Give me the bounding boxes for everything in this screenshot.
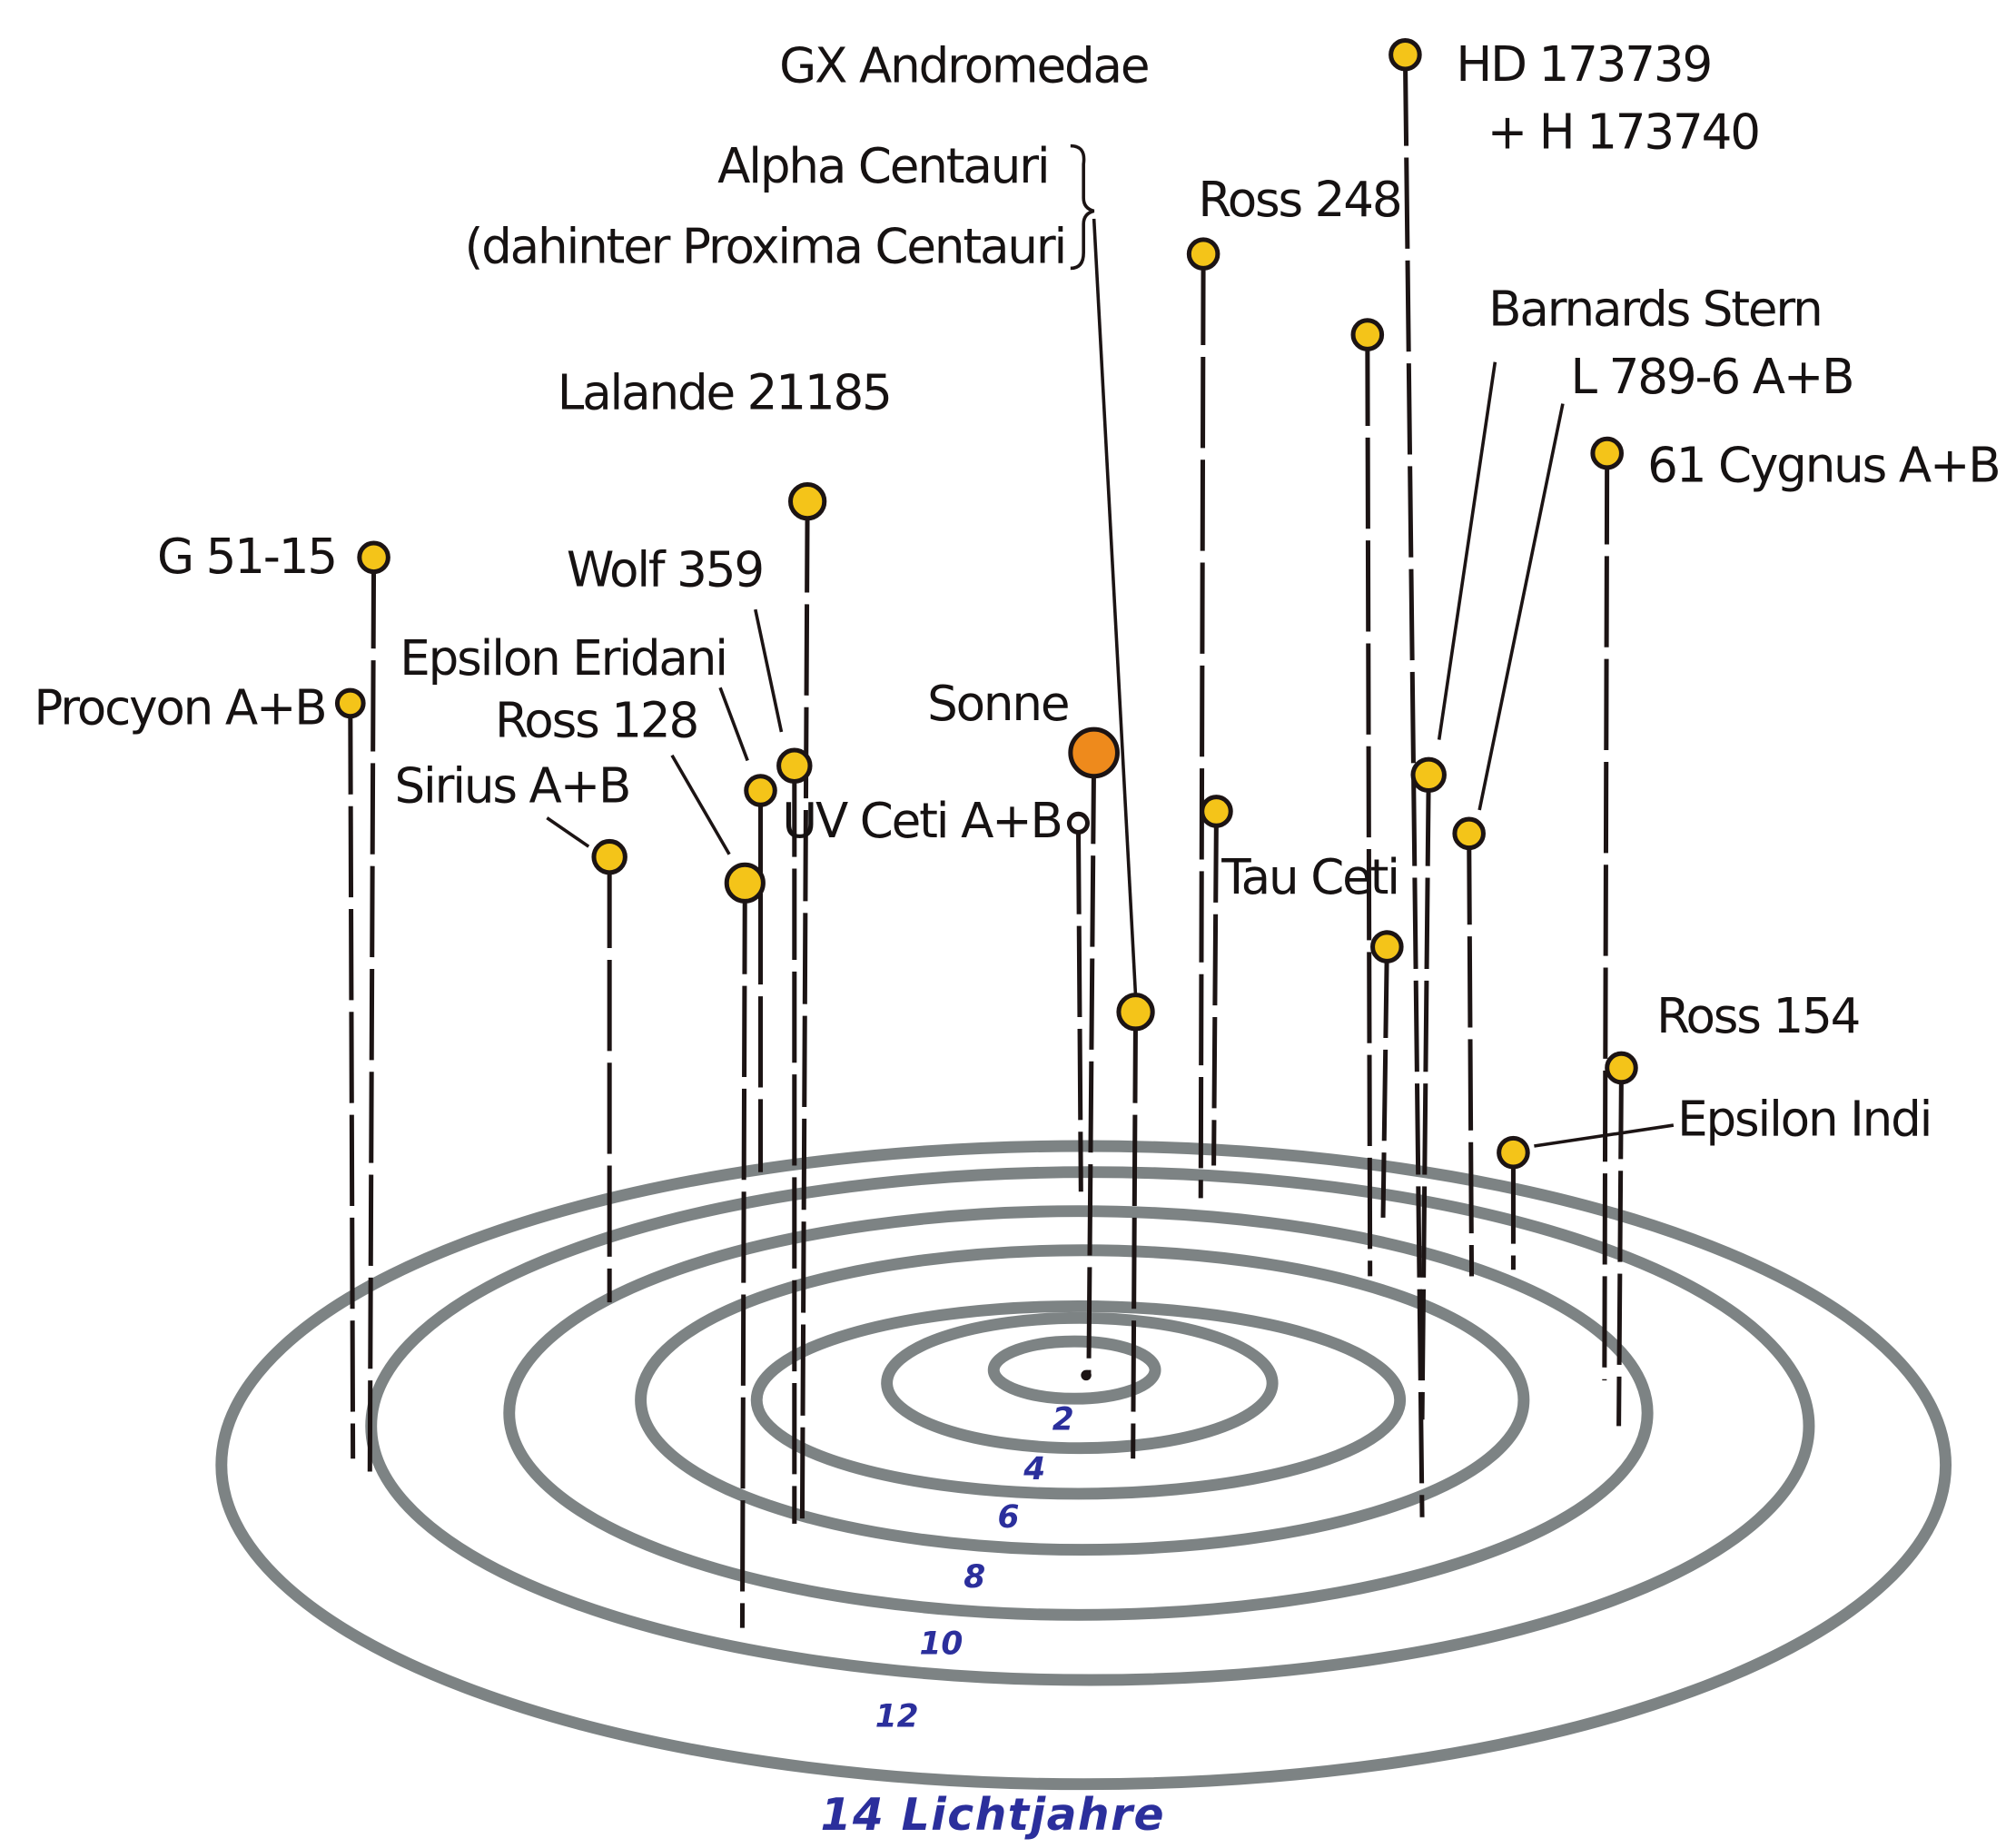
ring-10 [503,1205,1654,1621]
star-wolf [776,747,813,784]
star-ross-248 [1186,237,1220,271]
star-poles [348,54,1624,1628]
label-h173740: + H 173740 [1487,104,1759,160]
leader-wolf [754,608,784,733]
label-61-cygnus: 61 Cygnus A+B [1647,438,1999,494]
pole-ross-128 [739,883,747,1628]
ring-4 [881,1311,1279,1455]
pole-tau-ceti [1211,811,1219,1166]
label-barnards: Barnards Stern [1488,282,1821,338]
ring-label-8: 8 [964,1559,985,1596]
label-sirius: Sirius A+B [395,757,630,814]
pole-61-cygnus [1602,453,1610,1381]
label-ross-154: Ross 154 [1656,988,1859,1044]
star-procyon [334,687,366,719]
pole-g51 [367,557,377,1472]
distance-rings [215,1140,1952,1791]
pole-hd173739 [1402,54,1425,1517]
star-labels: GX Andromedae HD 173739 + H 173740 Alpha… [34,36,2001,1148]
star-61-cygnus [1590,436,1624,470]
star-sonne [1068,726,1120,779]
pole-l789 [1467,833,1475,1277]
sun-base-point [1081,1369,1092,1381]
star-uv-ceti [1066,811,1090,835]
ring-label-14-lichtjahre: 14 Lichtjahre [820,1790,1165,1841]
ring-2 [987,1335,1161,1405]
brace-alpha-centauri [1070,143,1095,271]
pole-procyon [348,703,356,1459]
label-procyon: Procyon A+B [34,679,325,736]
label-eps-eridani: Epsilon Eridani [400,630,726,687]
star-eps-indi [1497,1135,1530,1170]
star-hd173739 [1388,37,1422,72]
star-tau-ceti [1200,795,1233,828]
pole-barnards [1419,775,1431,1420]
ring-label-12: 12 [875,1699,919,1735]
leader-sirius [546,816,590,848]
star-barnards [1410,756,1447,794]
pole-ross-154 [1616,1067,1624,1427]
pole-sonne [1086,752,1097,1375]
star-alpha-centauri [1116,993,1155,1032]
label-eps-indi: Epsilon Indi [1677,1092,1931,1148]
star-eps-eridani [744,774,777,807]
ring-labels: 2 4 6 8 10 12 14 Lichtjahre [820,1402,1165,1841]
ring-8 [635,1244,1530,1556]
label-ross-248: Ross 248 [1198,172,1400,228]
leader-alpha-centauri [1092,218,1138,997]
label-g51: G 51-15 [157,529,336,585]
label-hd173739: HD 173739 [1456,36,1711,93]
label-l789: L 789-6 A+B [1571,349,1853,405]
label-alpha-centauri: Alpha Centauri [717,138,1048,194]
leader-eps-indi [1534,1123,1675,1148]
label-sonne: Sonne [927,676,1068,732]
pole-lalande [799,501,810,1524]
pole-alpha-centauri [1131,1012,1139,1459]
pole-ross-248 [1198,253,1206,1199]
star-sirius [591,838,628,875]
star-gx-andromedae [1350,318,1385,351]
ring-label-2: 2 [1052,1402,1074,1438]
star-l789 [1452,816,1486,851]
label-lalande: Lalande 21185 [558,364,891,420]
star-ross-128 [724,862,766,904]
ring-label-4: 4 [1023,1451,1045,1487]
pole-uv-ceti [1075,823,1083,1192]
leader-eps-eridani [718,687,749,762]
ring-6 [750,1300,1407,1500]
label-uv-ceti: UV Ceti A+B [782,793,1062,849]
label-proxima-centauri: (dahinter Proxima Centauri [465,219,1066,275]
star-lalande [787,481,827,521]
label-ross-128: Ross 128 [495,693,697,749]
label-tau-ceti: Tau Ceti [1220,849,1398,905]
leader-ross-128 [670,754,731,855]
star-ross-154 [1605,1051,1638,1085]
ring-label-10: 10 [919,1626,963,1662]
leader-lines [546,143,1675,1148]
pole-unlabeled [1380,946,1389,1218]
ring-label-6: 6 [998,1499,1020,1536]
ring-14 [215,1140,1952,1791]
label-wolf: Wolf 359 [567,541,763,598]
label-gx-andromedae: GX Andromedae [779,37,1148,94]
stars [334,37,1638,1170]
star-unlabeled [1370,930,1404,964]
leader-barnards [1437,361,1497,740]
star-g51 [357,540,390,575]
leader-l789 [1477,403,1565,811]
pole-gx-andromedae [1365,334,1373,1277]
